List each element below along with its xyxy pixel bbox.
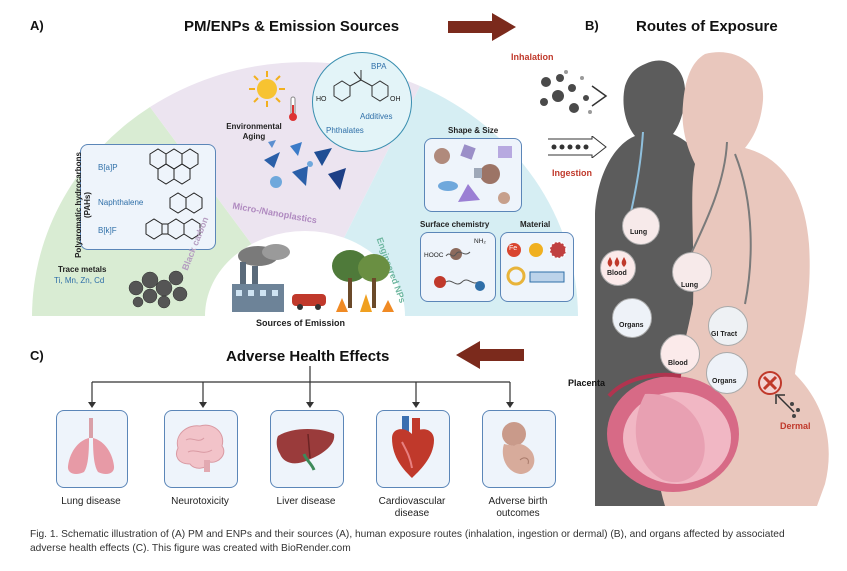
red-arrow-right-icon <box>448 13 516 41</box>
oh-label: OH <box>390 96 401 103</box>
sun-icon <box>249 71 285 107</box>
lung-circle-2 <box>672 252 712 292</box>
effect-label-birth: Adverse birth outcomes <box>488 496 548 519</box>
organs-circle-1 <box>612 298 652 338</box>
environmental-aging-label: Environmental Aging <box>226 122 282 141</box>
brain-icon <box>176 424 225 472</box>
ho-label: HO <box>316 96 327 103</box>
figure-caption: Fig. 1. Schematic illustration of (A) PM… <box>30 529 785 554</box>
fe-label: Fe <box>509 245 518 252</box>
nh2-label: NH₂ <box>474 238 486 245</box>
panel-a-label: A) <box>30 18 44 33</box>
dermal-blocked-icon <box>758 371 782 395</box>
bpa-structure-icon <box>333 70 389 102</box>
surface-chemistry-box <box>420 232 496 302</box>
effect-label-lung: Lung disease <box>61 496 121 507</box>
panel-b-title: Routes of Exposure <box>636 18 778 35</box>
panel-c-title: Adverse Health Effects <box>226 348 390 365</box>
trace-metals-list: Ti, Mn, Zn, Cd <box>54 276 105 285</box>
pahs-box <box>80 144 216 250</box>
inhalation-label: Inhalation <box>511 52 554 62</box>
material-icon <box>506 241 567 286</box>
blood-label-1: Blood <box>607 270 627 277</box>
thermometer-icon <box>289 96 297 121</box>
lung-disease-icon <box>67 418 115 474</box>
additives-circle <box>312 52 412 152</box>
blood-drops-icon-1 <box>607 257 627 267</box>
effects-connector <box>88 366 514 408</box>
material-title: Material <box>520 220 551 229</box>
effect-box-birth <box>482 410 556 488</box>
surface-chemistry-icon <box>434 248 485 291</box>
placenta-label: Placenta <box>568 378 606 388</box>
hooc-label: HOOC <box>424 252 444 259</box>
sources-of-emission-label: Sources of Emission <box>256 318 346 328</box>
pah-item-naphthalene: Naphthalene <box>98 198 144 207</box>
gi-tract-label: GI Tract <box>711 331 738 338</box>
human-bodies-illustration <box>595 52 829 506</box>
red-arrow-left-icon <box>456 341 524 369</box>
pah-item-bap: B[a]P <box>98 163 118 172</box>
trace-metals-title: Trace metals <box>58 265 107 274</box>
lung-label-1: Lung <box>630 229 648 236</box>
dermal-arrow-icon <box>775 394 800 418</box>
gi-tract-circle <box>708 306 748 346</box>
ingestion-arrow-icon <box>548 136 607 158</box>
black-carbon-particles-icon <box>128 270 188 309</box>
surface-chemistry-title: Surface chemistry <box>420 220 490 229</box>
organs-circle-2 <box>706 352 748 394</box>
emission-sources-icon <box>232 244 394 312</box>
ingestion-label: Ingestion <box>552 168 592 178</box>
blood-circle-1 <box>600 250 636 286</box>
panel-b-label: B) <box>585 18 599 33</box>
shape-size-particles-icon <box>434 144 512 204</box>
lung-circle-1 <box>622 207 660 245</box>
liver-icon <box>276 429 335 471</box>
effect-label-neuro: Neurotoxicity <box>171 496 229 507</box>
pahs-title: Polyaromatic hydrocarbons (PAHs) <box>74 152 92 258</box>
additives-label: Additives <box>360 112 393 121</box>
bpa-label: BPA <box>371 62 387 71</box>
dermal-label: Dermal <box>780 421 811 431</box>
effect-label-liver: Liver disease <box>276 496 336 507</box>
blood-circle-2 <box>660 334 700 374</box>
organs-label-2: Organs <box>712 378 737 385</box>
lung-label-2: Lung <box>681 282 699 289</box>
heart-icon <box>392 416 434 478</box>
fetus-icon <box>502 422 535 474</box>
microplastics-icon <box>264 140 346 190</box>
shape-size-title: Shape & Size <box>448 126 499 135</box>
panel-c-label: C) <box>30 348 44 363</box>
inhalation-particles-icon <box>540 70 608 114</box>
pah-structures-icon <box>145 148 203 240</box>
blood-label-2: Blood <box>668 360 688 367</box>
pah-item-bkf: B[k]F <box>98 226 117 235</box>
organs-label-1: Organs <box>619 322 644 329</box>
phthalates-label: Phthalates <box>326 126 364 135</box>
effect-label-cardio: Cardiovascular disease <box>378 496 446 519</box>
panel-a-title: PM/ENPs & Emission Sources <box>184 18 400 35</box>
